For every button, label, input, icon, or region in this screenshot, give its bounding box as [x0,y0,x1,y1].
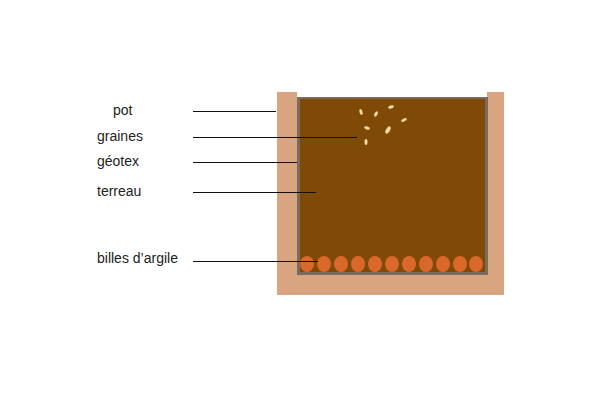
pot-wall [277,92,504,295]
part-label: billes d’argile [97,250,178,266]
seeds [359,105,408,145]
part-label: géotex [97,153,139,169]
clay-balls [300,256,483,272]
soil [300,99,485,272]
part-label: graines [97,128,143,144]
part-label: terreau [97,183,141,199]
geotextile [297,97,488,275]
leader-lines [193,112,357,262]
part-label: pot [113,102,132,118]
